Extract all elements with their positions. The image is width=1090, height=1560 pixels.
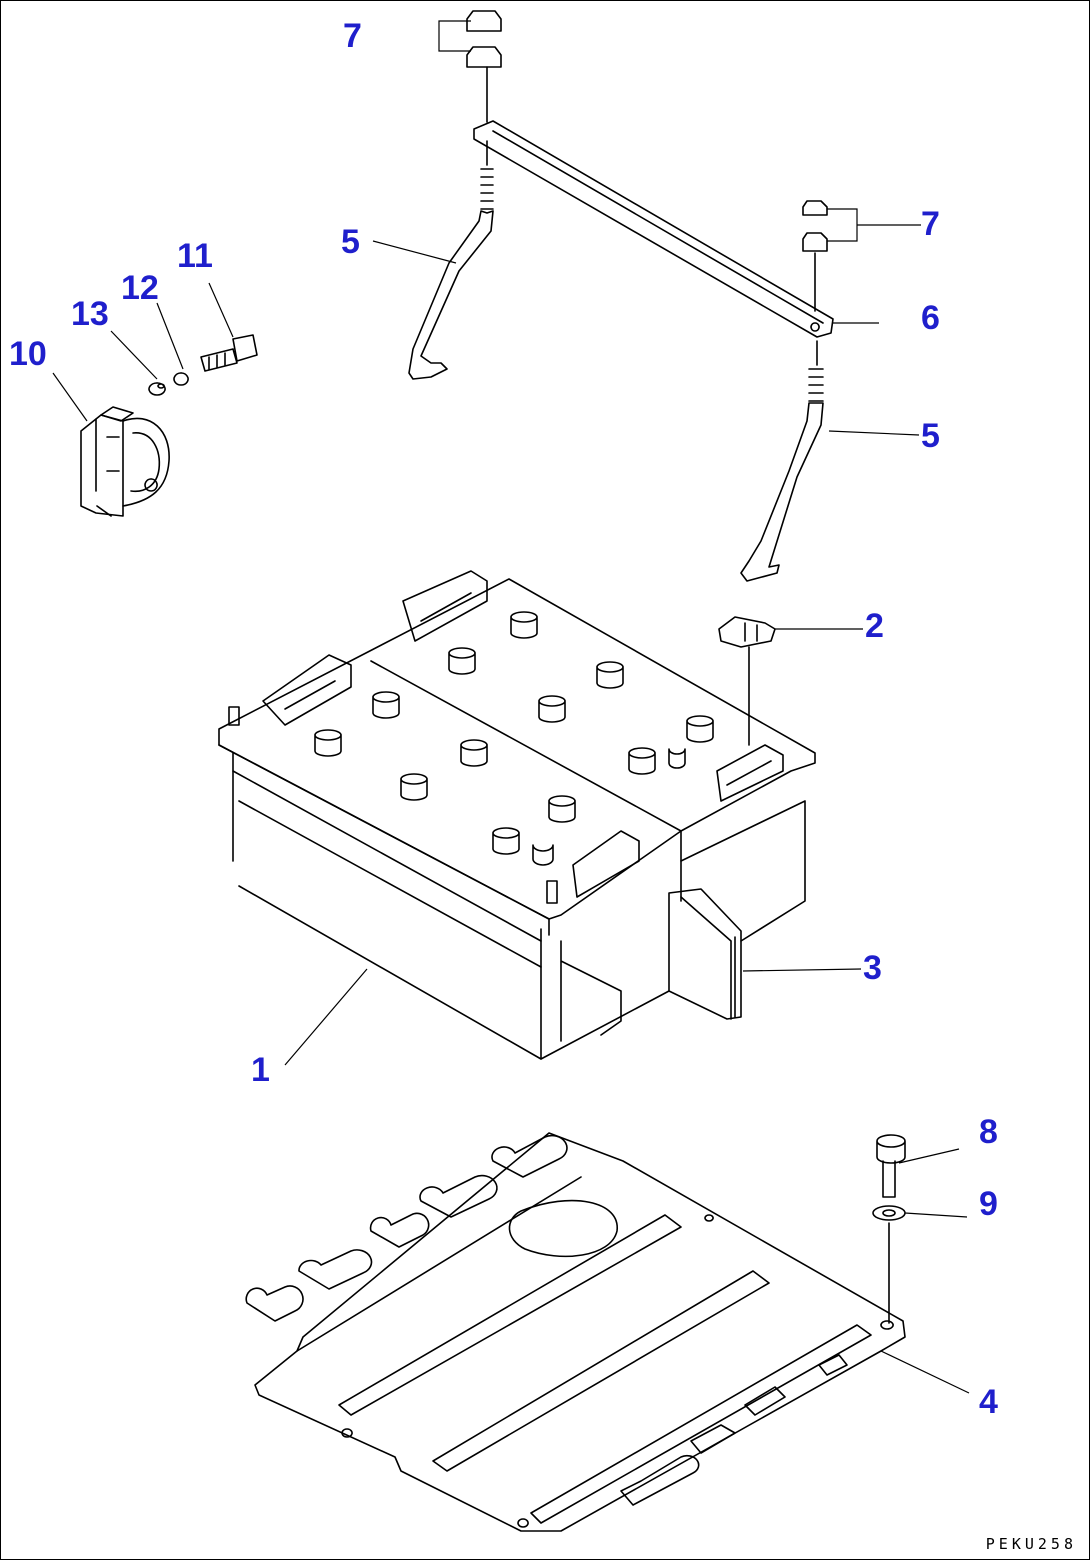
callout-5-left: 5 [341, 223, 360, 261]
callout-8: 8 [979, 1113, 998, 1151]
callout-2: 2 [865, 607, 884, 645]
callout-1: 1 [251, 1051, 270, 1089]
battery-relay [52, 282, 258, 517]
callout-12: 12 [121, 269, 159, 307]
callout-13: 13 [71, 295, 109, 333]
terminal-cover [668, 888, 862, 1020]
nut-pair-right [802, 200, 921, 312]
j-bolt-right [740, 340, 920, 582]
hold-down-bar [473, 120, 879, 338]
callout-10: 10 [9, 335, 47, 373]
nut-pair-left [438, 10, 502, 123]
callout-7-right: 7 [921, 205, 940, 243]
callout-6: 6 [921, 299, 940, 337]
drawing-reference-code: PEKU258 [985, 1535, 1077, 1553]
mounting-bolt [876, 1134, 960, 1198]
terminal-clamp [718, 616, 863, 746]
callout-5-right: 5 [921, 417, 940, 455]
callout-4: 4 [979, 1383, 998, 1421]
battery-tray [245, 1132, 970, 1532]
callout-7-top: 7 [343, 17, 362, 55]
mounting-washer [872, 1205, 968, 1324]
j-bolt-left [372, 140, 494, 380]
callout-11: 11 [177, 237, 213, 275]
battery [218, 570, 816, 1066]
callout-9: 9 [979, 1185, 998, 1223]
callout-3: 3 [863, 949, 882, 987]
cell-caps [314, 611, 714, 855]
